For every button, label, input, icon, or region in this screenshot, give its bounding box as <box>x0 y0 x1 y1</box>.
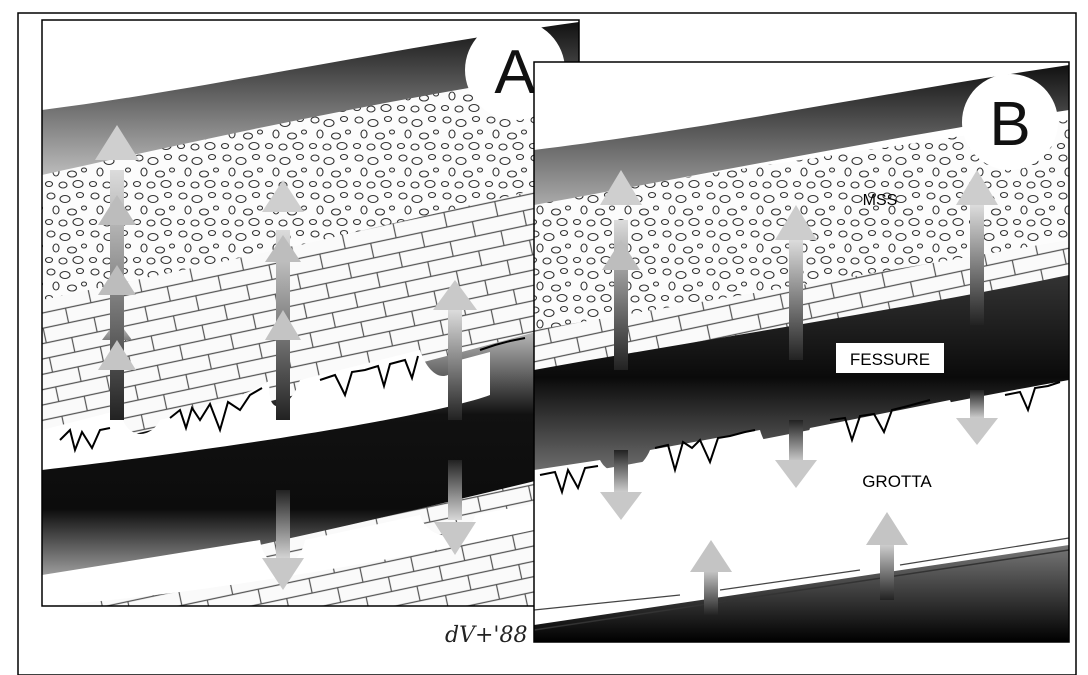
panel-a-letter: A <box>494 38 536 107</box>
panel-b-letter: B <box>989 90 1030 159</box>
label-mss: MSS <box>863 192 898 209</box>
label-grotta: GROTTA <box>862 472 932 491</box>
label-fessure: FESSURE <box>850 350 930 369</box>
panel-b: MSS FESSURE GROTTA B <box>534 62 1069 642</box>
panel-a: A <box>42 20 579 606</box>
artist-signature: dV+'88 <box>445 623 527 648</box>
